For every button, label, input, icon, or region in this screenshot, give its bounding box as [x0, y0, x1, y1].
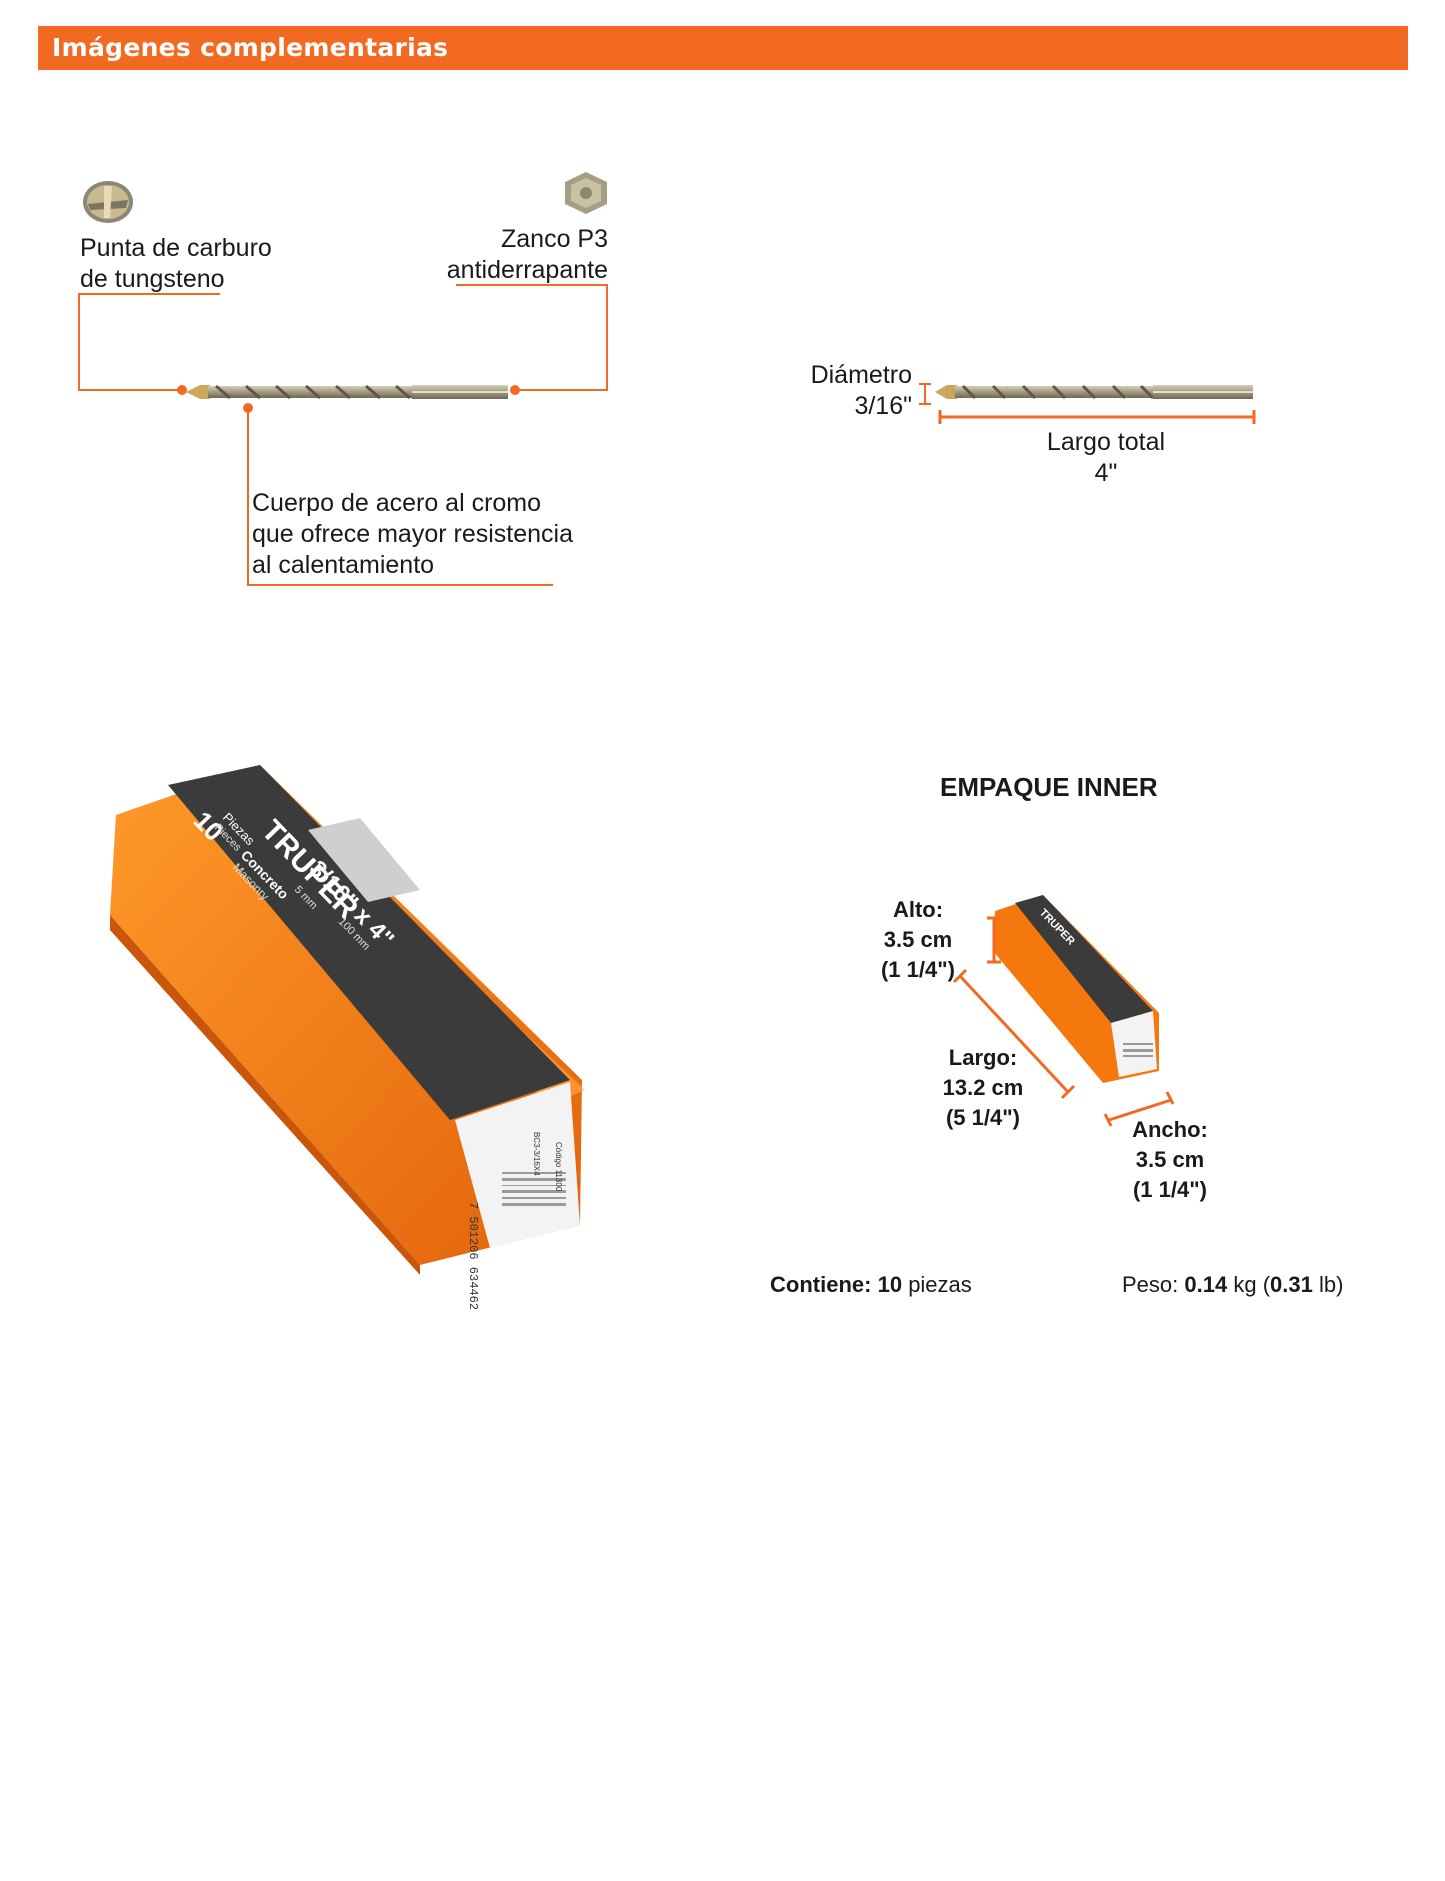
- length-indicator: [938, 410, 1256, 424]
- tip-underline: [78, 293, 220, 295]
- body-underline: [247, 584, 553, 586]
- alto-cm: 3.5 cm: [883, 927, 953, 952]
- inner-pack-box-image: TRUPER: [993, 895, 1159, 1083]
- shank-feature-line-2: antiderrapante: [446, 256, 608, 284]
- carbide-tip-detail-icon: [83, 181, 133, 223]
- body-feature-line-1: Cuerpo de acero al cromo: [252, 489, 542, 517]
- barcode-number: 7 501206 634462: [466, 1202, 480, 1310]
- weight-info: Peso: 0.14 kg (0.31 lb): [1122, 1272, 1343, 1298]
- product-code: Código 11300: [554, 1142, 563, 1192]
- largo-label-text: Largo:: [948, 1045, 1018, 1070]
- body-feature-line-3: al calentamiento: [252, 551, 435, 579]
- weight-kg-unit: kg: [1233, 1272, 1257, 1297]
- body-feature-line-2: que ofrece mayor resistencia: [252, 520, 573, 548]
- diameter-indicator: [919, 383, 931, 405]
- tip-connector-vertical: [78, 293, 80, 390]
- tip-connector-horizontal: [78, 389, 180, 391]
- shank-marker-dot: [510, 385, 520, 395]
- shank-connector-horizontal: [515, 389, 608, 391]
- shank-underline: [456, 284, 608, 286]
- largo-indicator: [952, 968, 1076, 1100]
- length-value: 4": [1094, 459, 1118, 487]
- drill-bit-side-image: [935, 384, 1253, 400]
- contents-value: 10: [877, 1272, 903, 1297]
- largo-in: (5 1/4"): [945, 1105, 1020, 1130]
- section-header: Imágenes complementarias: [38, 26, 1408, 70]
- section-title: Imágenes complementarias: [52, 33, 449, 62]
- contents-info: Contiene: 10 piezas: [770, 1272, 972, 1298]
- weight-kg: 0.14: [1184, 1272, 1228, 1297]
- package-box-image: TRUPER 10 Piezas Pieces Concreto Masonry…: [110, 765, 585, 1310]
- contents-label: Contiene:: [770, 1272, 872, 1297]
- ancho-label-text: Ancho:: [1132, 1117, 1208, 1142]
- weight-lb-group: (0.31 lb): [1262, 1272, 1344, 1297]
- alto-label: Alto: 3.5 cm (1 1/4"): [870, 895, 966, 985]
- alto-indicator: [987, 916, 1001, 964]
- diameter-value: 3/16": [854, 392, 912, 420]
- body-feature-label: Cuerpo de acero al cromo que ofrece mayo…: [252, 488, 573, 581]
- ancho-cm: 3.5 cm: [1135, 1147, 1205, 1172]
- weight-label: Peso:: [1122, 1272, 1179, 1297]
- shank-connector-vertical: [606, 284, 608, 390]
- length-label-text: Largo total: [1046, 428, 1166, 456]
- weight-lb: 0.31: [1270, 1272, 1313, 1297]
- length-label: Largo total 4": [1026, 427, 1186, 489]
- weight-lb-unit: lb: [1319, 1272, 1337, 1297]
- tip-marker-dot: [177, 385, 187, 395]
- tip-feature-line-2: de tungsteno: [80, 265, 225, 293]
- ancho-label: Ancho: 3.5 cm (1 1/4"): [1120, 1115, 1220, 1205]
- ancho-indicator: [1103, 1091, 1175, 1127]
- tip-feature-label: Punta de carburo de tungsteno: [80, 233, 272, 295]
- contents-unit: piezas: [908, 1272, 972, 1297]
- largo-cm: 13.2 cm: [942, 1075, 1024, 1100]
- shank-feature-line-1: Zanco P3: [500, 225, 608, 253]
- alto-in: (1 1/4"): [880, 957, 955, 982]
- drill-bit-image: [186, 384, 508, 400]
- hex-shank-detail-icon: [565, 172, 607, 214]
- diameter-label: Diámetro 3/16": [790, 360, 912, 422]
- model-code: BC3-3/16X4: [532, 1132, 541, 1176]
- ancho-in: (1 1/4"): [1132, 1177, 1207, 1202]
- shank-feature-label: Zanco P3 antiderrapante: [440, 224, 608, 286]
- tip-feature-line-1: Punta de carburo: [80, 234, 272, 262]
- inner-pack-title: EMPAQUE INNER: [940, 772, 1158, 802]
- alto-label-text: Alto:: [892, 897, 944, 922]
- largo-label: Largo: 13.2 cm (5 1/4"): [933, 1043, 1033, 1133]
- body-connector-vertical: [247, 408, 249, 586]
- diameter-label-text: Diámetro: [810, 361, 912, 389]
